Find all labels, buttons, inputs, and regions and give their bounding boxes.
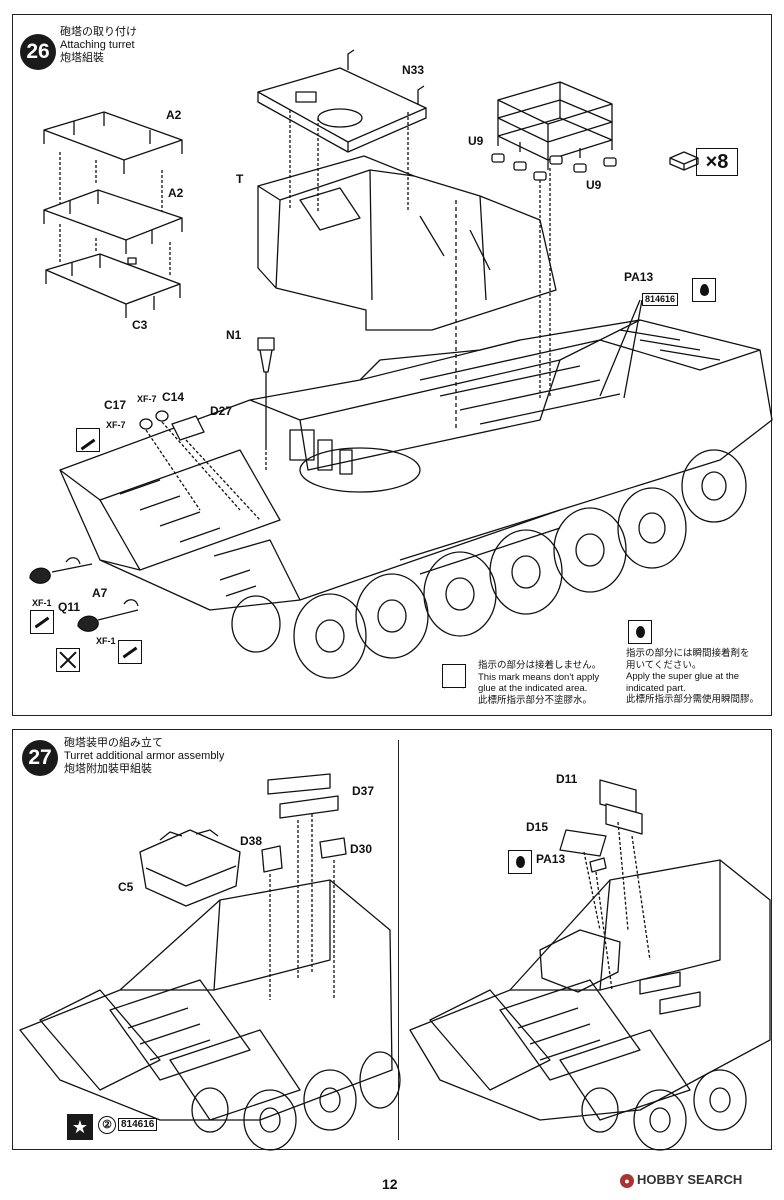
step-26-panel [12,14,772,716]
step-26-title-ja: 砲塔の取り付け [60,26,137,38]
step-27-title-en: Turret additional armor assembly [64,750,225,762]
step-26-title-zh: 炮塔組裝 [60,52,104,64]
part-n33 [257,49,427,153]
note-no-glue-en2: glue at the indicated area. [478,683,588,694]
label-d37: D37 [352,784,375,798]
part-turret-t [257,155,557,331]
step-27-title-ja: 砲塔装甲の組み立て [64,737,163,749]
step-26-title-en: Attaching turret [60,39,135,51]
label-c3: C3 [132,318,148,332]
note-super-glue: 指示の部分には瞬間接着剤を 用いてください。 Apply the super g… [626,648,759,706]
label-d11: D11 [556,772,578,786]
rail-a2-mid [43,189,183,254]
step-27-divider [398,740,399,1140]
label-c5: C5 [118,880,134,894]
parts-d37 [267,773,339,819]
label-d15: D15 [526,820,549,834]
quantity-x8: ×8 [696,148,738,176]
decal-code-27: 814616 [118,1118,158,1131]
hull-step-27-left [19,879,401,1151]
paint-brush-icon-c17 [76,428,100,452]
label-d38: D38 [240,834,263,848]
label-n1: N1 [226,328,242,342]
label-pa13-27: PA13 [536,852,566,866]
note-no-glue: 指示の部分は接着しません。 This mark means don't appl… [478,660,601,706]
label-c14: C14 [162,390,185,404]
label-n33: N33 [402,63,425,77]
watermark: ●HOBBY SEARCH [620,1172,742,1188]
note-super-glue-ja1: 指示の部分には瞬間接着剤を [626,648,750,659]
decal-code-26: 814616 [642,293,679,306]
label-d27: D27 [210,404,233,418]
step-26-title: 砲塔の取り付け Attaching turret 炮塔組裝 [60,26,137,65]
paint-xf7-b: XF-7 [106,420,126,430]
step-27-title-zh: 炮塔附加裝甲組裝 [64,763,152,775]
rail-a2-top [43,111,183,174]
paint-xf1-b: XF-1 [96,636,116,646]
note-super-glue-ja2: 用いてください。 [626,659,702,671]
note-no-glue-ja: 指示の部分は接着しません。 [478,660,602,671]
step-26-number: 26 [20,34,56,70]
label-a2-mid: A2 [168,186,184,200]
super-glue-icon [692,278,716,302]
super-glue-icon-27 [508,850,532,874]
step-27-panel [12,729,772,1150]
parts-c17-c14-d27 [139,410,205,441]
note-no-glue-en1: This mark means don't apply [478,671,600,683]
note-super-glue-zh: 此標所指示部分需使用瞬間膠。 [626,694,760,705]
no-glue-note-icon [442,664,466,688]
label-u9-right: U9 [586,178,602,192]
part-c5 [139,829,241,907]
label-pa13: PA13 [624,270,654,284]
watermark-text: HOBBY SEARCH [637,1172,743,1187]
hull-step-26 [59,319,773,611]
parts-q11-a7 [29,557,139,632]
star-icon: ★ [67,1114,93,1140]
hobby-search-logo-icon: ● [620,1173,634,1188]
road-wheels-step-26 [231,449,747,679]
paint-xf7-a: XF-7 [137,394,157,404]
step-27-title: 砲塔装甲の組み立て Turret additional armor assemb… [64,737,224,776]
footnote-number: ② [98,1116,116,1134]
parts-d11-d15 [559,779,643,873]
label-c17: C17 [104,398,127,412]
page-number: 12 [382,1176,398,1192]
paint-brush-icon-q11 [30,610,54,634]
step-27-number: 27 [22,740,58,776]
parts-d38-d30 [261,837,347,873]
label-u9-left: U9 [468,134,484,148]
paint-xf1-a: XF-1 [32,598,52,608]
no-glue-icon [56,648,80,672]
note-super-glue-en2: indicated part. [626,682,686,694]
rail-c3 [45,253,181,318]
label-q11: Q11 [58,600,81,614]
hull-step-27-right [409,859,771,1151]
paint-brush-icon-a7 [118,640,142,664]
note-super-glue-en1: Apply the super glue at the [626,671,740,682]
label-d30: D30 [350,842,373,856]
label-t: T [236,172,244,186]
label-a7: A7 [92,586,108,600]
super-glue-note-icon [628,620,652,644]
note-no-glue-zh: 此標所指示部分不塗膠水。 [478,694,593,706]
part-n1 [257,337,275,450]
label-a2-top: A2 [166,108,182,122]
stowage-basket [497,81,613,170]
